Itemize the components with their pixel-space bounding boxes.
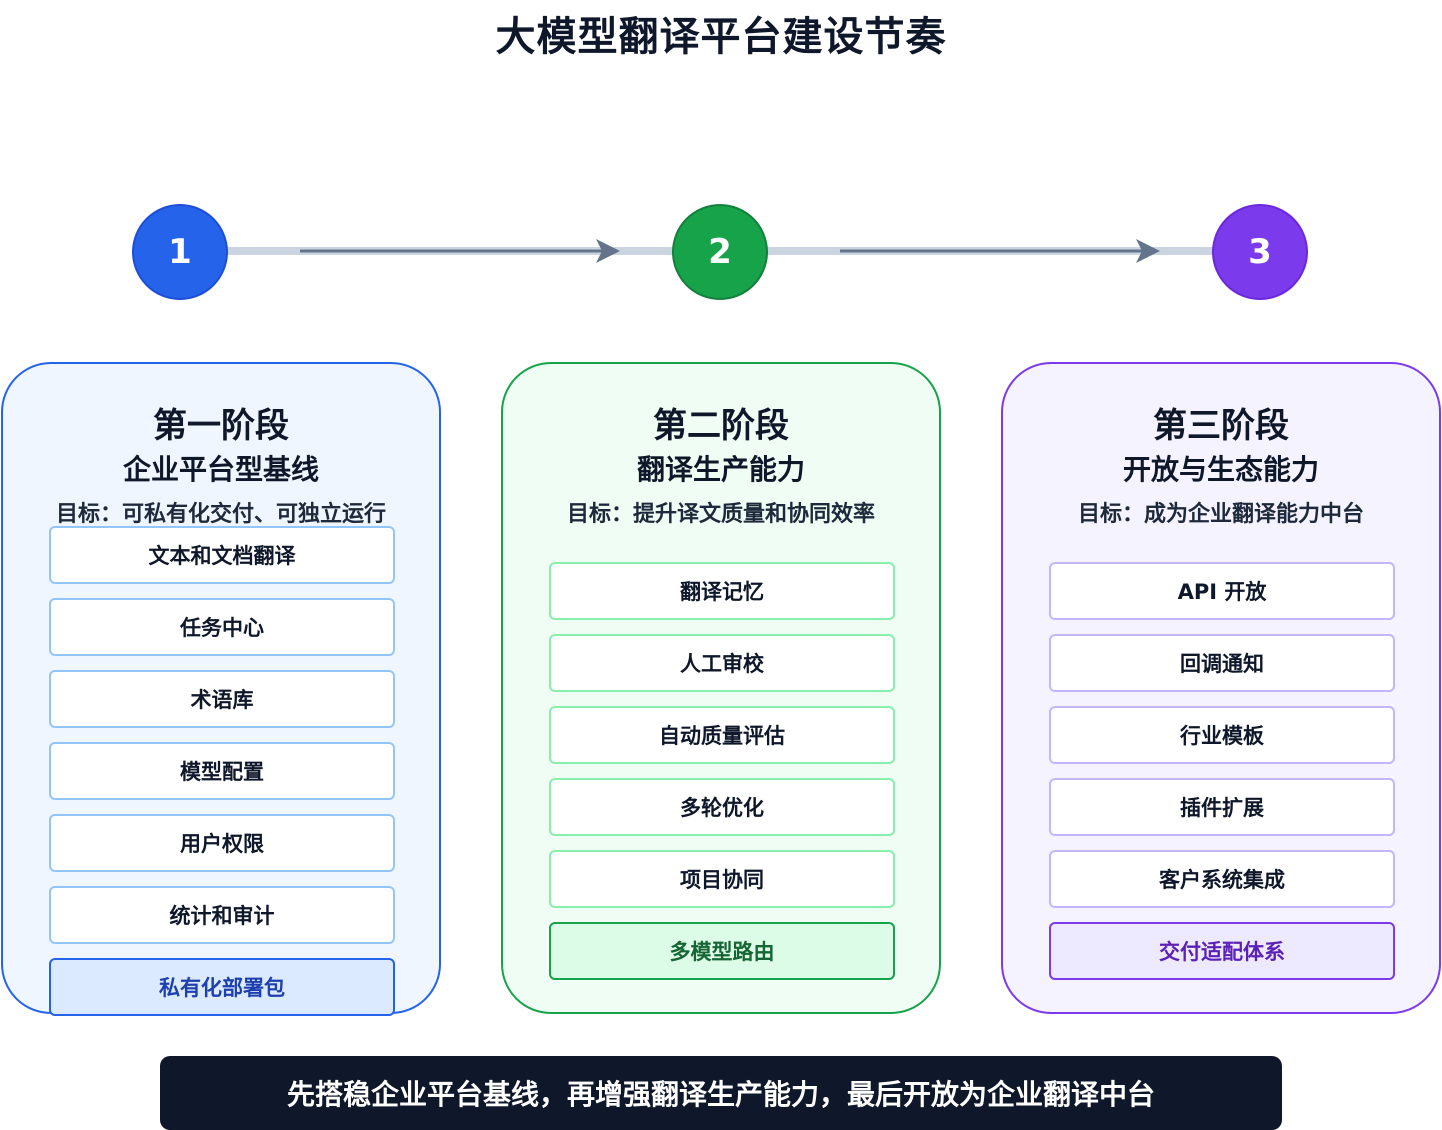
stage-card-3: 第三阶段 开放与生态能力 目标：成为企业翻译能力中台 API 开放 回调通知 行… (1001, 362, 1441, 1014)
timeline-arrows (300, 239, 1160, 263)
timeline-node-1: 1 (132, 204, 228, 300)
stage-item: 项目协同 (549, 850, 895, 908)
stage-item: 人工审校 (549, 634, 895, 692)
stage-card-1: 第一阶段 企业平台型基线 目标：可私有化交付、可独立运行 文本和文档翻译 任务中… (1, 362, 441, 1016)
stage-goal: 目标：提升译文质量和协同效率 (566, 502, 875, 527)
stage-item: 回调通知 (1049, 634, 1395, 692)
timeline-node-3: 3 (1212, 204, 1308, 300)
stage-item: 统计和审计 (49, 886, 395, 944)
stage-theme: 开放与生态能力 (1122, 453, 1319, 486)
stage-card-2: 第二阶段 翻译生产能力 目标：提升译文质量和协同效率 翻译记忆 人工审校 自动质… (501, 362, 941, 1014)
stage-item: 行业模板 (1049, 706, 1395, 764)
arrow-2-to-3 (840, 239, 1160, 263)
stage-goal: 目标：可私有化交付、可独立运行 (55, 502, 386, 527)
stage-highlight-item: 交付适配体系 (1049, 922, 1395, 980)
stage-name: 第二阶段 (653, 406, 789, 446)
stage-item: API 开放 (1049, 562, 1395, 620)
stage-highlight-item: 私有化部署包 (49, 958, 395, 1016)
stage-item: 用户权限 (49, 814, 395, 872)
stage-item: 客户系统集成 (1049, 850, 1395, 908)
stage-theme: 企业平台型基线 (122, 453, 319, 486)
stage-item: 多轮优化 (549, 778, 895, 836)
stage-highlight-item: 多模型路由 (549, 922, 895, 980)
stage-name: 第三阶段 (1153, 406, 1289, 446)
stage-name: 第一阶段 (153, 406, 289, 446)
page-title: 大模型翻译平台建设节奏 (495, 14, 947, 60)
timeline-node-2: 2 (672, 204, 768, 300)
stage-item: 自动质量评估 (549, 706, 895, 764)
stage-item: 模型配置 (49, 742, 395, 800)
stage-item: 翻译记忆 (549, 562, 895, 620)
stage-item: 文本和文档翻译 (49, 526, 395, 584)
arrow-1-to-2 (300, 239, 620, 263)
stage-item: 术语库 (49, 670, 395, 728)
stage-item: 插件扩展 (1049, 778, 1395, 836)
stage-goal: 目标：成为企业翻译能力中台 (1077, 502, 1364, 527)
summary-banner: 先搭稳企业平台基线，再增强翻译生产能力，最后开放为企业翻译中台 (160, 1056, 1282, 1130)
stage-item: 任务中心 (49, 598, 395, 656)
stage-theme: 翻译生产能力 (636, 453, 805, 486)
